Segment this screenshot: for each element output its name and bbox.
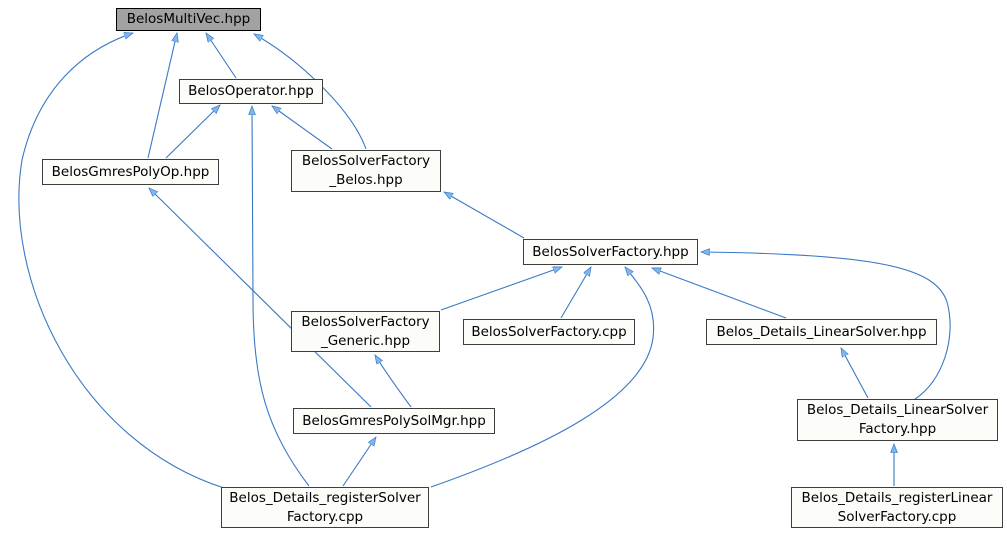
edge-polyop-to-multivec: [147, 33, 177, 159]
node-belos-gmres-poly-sol-mgr-hpp[interactable]: BelosGmresPolySolMgr.hpp: [293, 408, 495, 434]
edge-sfcpp-to-sfhpp: [560, 267, 591, 319]
node-label: BelosSolverFactory.cpp: [471, 323, 627, 340]
edge-lsfactory-to-dlinear: [840, 348, 869, 399]
node-label: BelosMultiVec.hpp: [126, 11, 251, 27]
edge-sfhpp-to-sfbelos: [444, 192, 525, 239]
node-label: BelosGmresPolyOp.hpp: [51, 163, 210, 180]
edge-solmgr-to-polyop: [149, 188, 372, 408]
edge-solmgr-to-sfgeneric: [375, 355, 412, 408]
edge-regsolver-to-operator: [252, 106, 310, 487]
node-label: BelosOperator.hpp: [188, 83, 314, 99]
node-belos-details-linear-solver-factory-hpp[interactable]: Belos_Details_LinearSolver Factory.hpp: [797, 399, 998, 441]
edge-sfbelos-to-operator: [272, 106, 333, 150]
node-label: BelosSolverFactory.hpp: [532, 243, 689, 260]
node-label: Belos_Details_registerSolver: [229, 489, 421, 506]
edge-lsfactory-to-sfhpp: [701, 252, 951, 400]
node-belos-solver-factory-generic-hpp[interactable]: BelosSolverFactory _Generic.hpp: [291, 311, 440, 352]
node-belos-details-register-linear-solver-factory-cpp[interactable]: Belos_Details_registerLinear SolverFacto…: [791, 487, 1003, 528]
node-belos-details-register-solver-factory-cpp[interactable]: Belos_Details_registerSolver Factory.cpp: [221, 487, 429, 528]
node-label: Belos_Details_registerLinear: [801, 489, 993, 506]
node-label-line2: _Belos.hpp: [329, 172, 403, 188]
node-belos-solver-factory-belos-hpp[interactable]: BelosSolverFactory _Belos.hpp: [291, 150, 441, 192]
edge-dlinear-to-sfhpp: [652, 267, 787, 319]
edge-regsolver-to-sfhpp: [430, 267, 655, 488]
node-label-line2: _Generic.hpp: [320, 332, 411, 349]
node-belos-multivec-hpp[interactable]: BelosMultiVec.hpp: [116, 8, 261, 31]
edge-regsolver-to-solmgr: [342, 437, 376, 487]
node-label-line2: Factory.hpp: [858, 421, 937, 437]
edge-sfgeneric-to-sfhpp: [440, 267, 562, 311]
node-belos-gmres-poly-op-hpp[interactable]: BelosGmresPolyOp.hpp: [42, 159, 219, 185]
node-label-line2: SolverFactory.cpp: [837, 508, 957, 525]
node-label: BelosSolverFactory: [301, 153, 431, 169]
node-label: BelosSolverFactory: [301, 313, 430, 330]
edge-operator-to-multivec: [206, 33, 237, 79]
node-belos-details-linear-solver-hpp[interactable]: Belos_Details_LinearSolver.hpp: [706, 319, 937, 345]
node-belos-solver-factory-hpp[interactable]: BelosSolverFactory.hpp: [523, 239, 698, 265]
edge-polyop-to-operator: [165, 105, 220, 159]
node-belos-operator-hpp[interactable]: BelosOperator.hpp: [179, 79, 323, 104]
node-label: BelosGmresPolySolMgr.hpp: [302, 412, 486, 429]
node-label: Belos_Details_LinearSolver.hpp: [716, 323, 927, 340]
node-label: Belos_Details_LinearSolver: [806, 402, 989, 418]
node-belos-solver-factory-cpp[interactable]: BelosSolverFactory.cpp: [463, 319, 635, 345]
edge-regsolver-to-multivec: [18, 33, 225, 489]
node-label-line2: Factory.cpp: [286, 508, 364, 525]
